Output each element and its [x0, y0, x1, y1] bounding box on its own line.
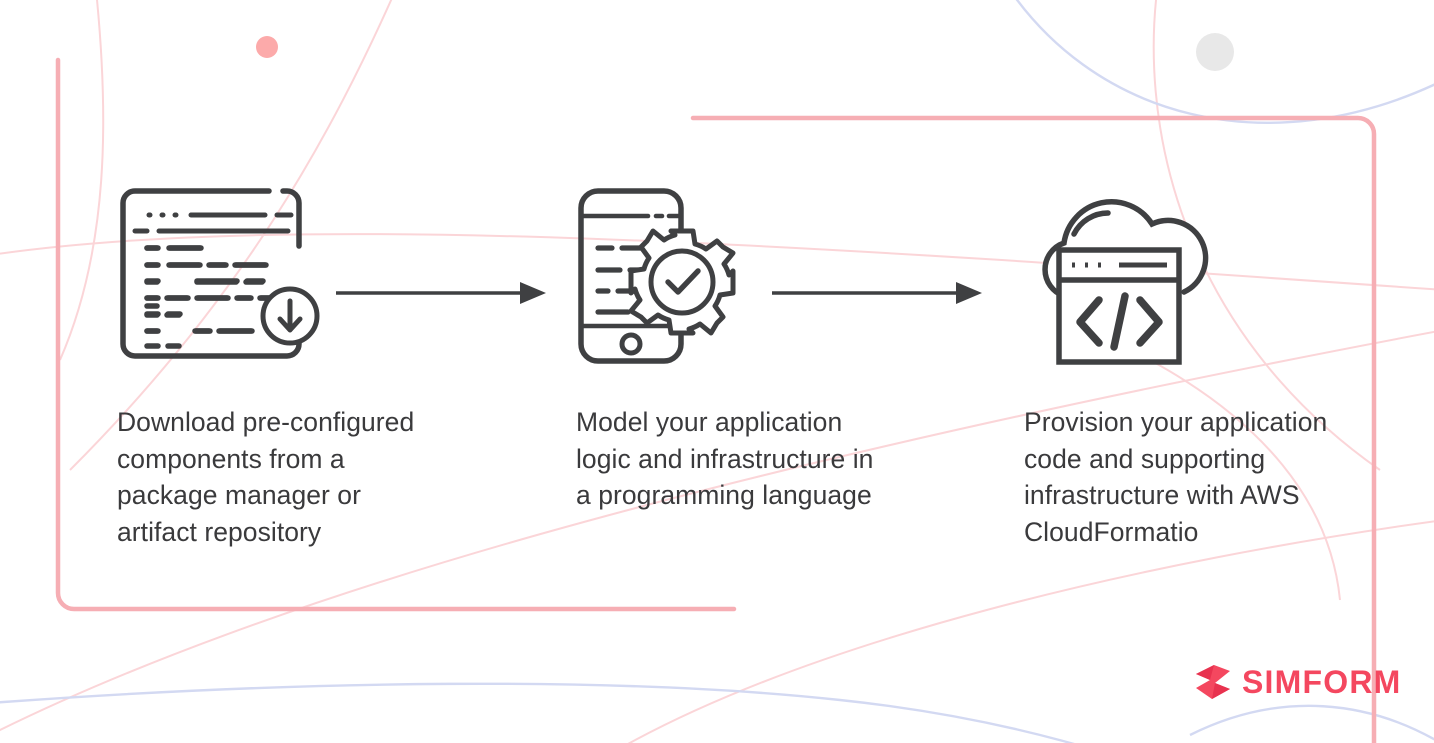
- step-provision: Provision your application code and supp…: [1024, 186, 1327, 547]
- download-arrow-icon: [260, 286, 320, 346]
- step-model: Model your application logic and infrast…: [576, 186, 873, 510]
- gray-circle-decoration: [1196, 33, 1234, 71]
- step-caption-download: Download pre-configured components from …: [117, 407, 415, 547]
- gear-check-icon: [628, 228, 736, 336]
- simform-s-mark-icon: [1196, 665, 1230, 699]
- cloud-code-window-icon: [1024, 186, 1214, 381]
- step-caption-model: Model your application logic and infrast…: [576, 407, 874, 510]
- mobile-gear-check-icon: [576, 186, 736, 381]
- step-caption-provision: Provision your application code and supp…: [1024, 407, 1328, 547]
- step-download: Download pre-configured components from …: [117, 186, 414, 547]
- arrow-1: [334, 278, 549, 313]
- code-window-download-icon: [117, 186, 320, 381]
- arrow-2: [770, 278, 985, 313]
- simform-logo: SIMFORM: [1193, 662, 1402, 702]
- simform-wordmark: SIMFORM: [1242, 664, 1402, 700]
- pink-dot-decoration: [256, 36, 278, 58]
